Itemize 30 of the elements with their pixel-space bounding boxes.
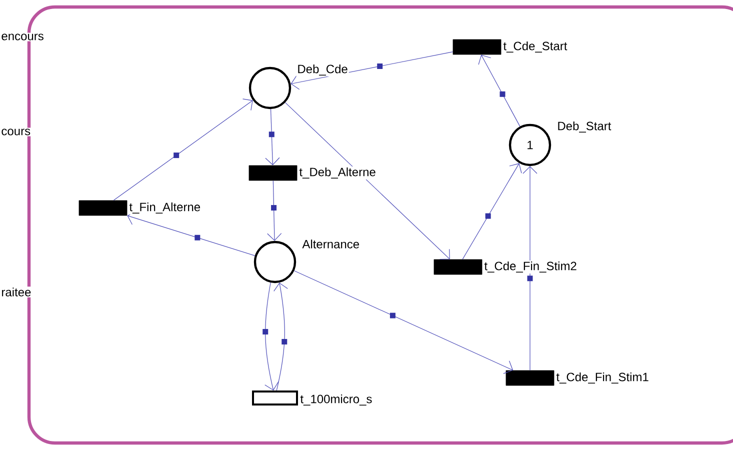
arc-arrow xyxy=(290,51,454,90)
node-label: Deb_Cde xyxy=(296,63,349,77)
transition-bar xyxy=(434,259,482,275)
arc-arrow xyxy=(113,98,253,201)
node-label: t_Fin_Alterne xyxy=(128,201,202,215)
transition-bar xyxy=(452,39,502,55)
transition-box xyxy=(252,390,298,406)
node-label: t_Deb_Alterne xyxy=(298,166,377,180)
arc-arrow xyxy=(274,282,288,391)
node-label: t_Cde_Start xyxy=(502,40,568,54)
transition-bar xyxy=(248,165,298,181)
node-label: t_Cde_Fin_Stim2 xyxy=(483,260,578,274)
cut-off-label: raitee xyxy=(0,286,32,298)
node-label: Deb_Start xyxy=(556,120,612,134)
arc-arrow xyxy=(522,166,538,371)
arc-arrow xyxy=(267,180,282,241)
arc-arrow xyxy=(262,282,279,390)
arc-arrow xyxy=(478,54,520,127)
place-circle xyxy=(254,240,296,284)
cut-off-label: encours xyxy=(0,32,45,42)
transition-bar xyxy=(506,370,554,386)
arc-arrow xyxy=(265,108,280,166)
arc-arrow xyxy=(294,270,514,374)
node-label: t_Cde_Fin_Stim1 xyxy=(555,371,650,385)
arc-arrow xyxy=(462,163,522,260)
node-label: Alternance xyxy=(301,238,361,250)
node-label: t_100micro_s xyxy=(299,393,374,407)
cut-off-label: cours xyxy=(0,128,32,136)
place-circle xyxy=(248,66,292,110)
transition-bar xyxy=(78,200,128,216)
